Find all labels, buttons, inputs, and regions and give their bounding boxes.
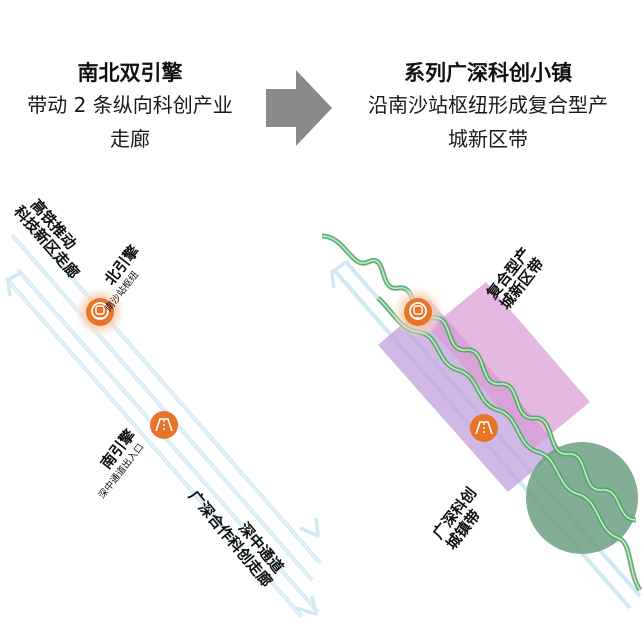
train-station-icon (91, 302, 109, 320)
corridor-arrowhead-top (6, 270, 23, 297)
road-tunnel-icon (155, 418, 173, 432)
left-corridors (4, 223, 322, 619)
north-engine-marker (76, 288, 124, 336)
zone-pink-upper (430, 282, 590, 448)
right-north-engine-marker (394, 288, 442, 336)
right-subtitle-line1: 沿南沙站枢纽形成复合型产 (368, 93, 608, 117)
road-tunnel-icon (475, 421, 493, 435)
right-subtitle-line2: 城新区带 (448, 127, 528, 151)
south-engine-marker (150, 411, 178, 439)
left-header: 南北双引擎 带动 2 条纵向科创产业 走廊 (0, 58, 260, 156)
right-header: 系列广深科创小镇 沿南沙站枢纽形成复合型产 城新区带 (332, 58, 644, 156)
left-subtitle-line1: 带动 2 条纵向科创产业 (27, 93, 233, 117)
green-wave-corridors (321, 233, 643, 592)
train-station-icon (409, 302, 427, 320)
arrow-right-icon (266, 70, 332, 146)
corridor-arrowhead-bottom (295, 595, 318, 616)
left-title: 南北双引擎 (77, 61, 183, 85)
left-subtitle-line2: 走廊 (110, 127, 150, 151)
zone-purple-lower (378, 300, 560, 492)
right-south-engine-marker (470, 414, 498, 442)
right-title: 系列广深科创小镇 (404, 61, 572, 85)
